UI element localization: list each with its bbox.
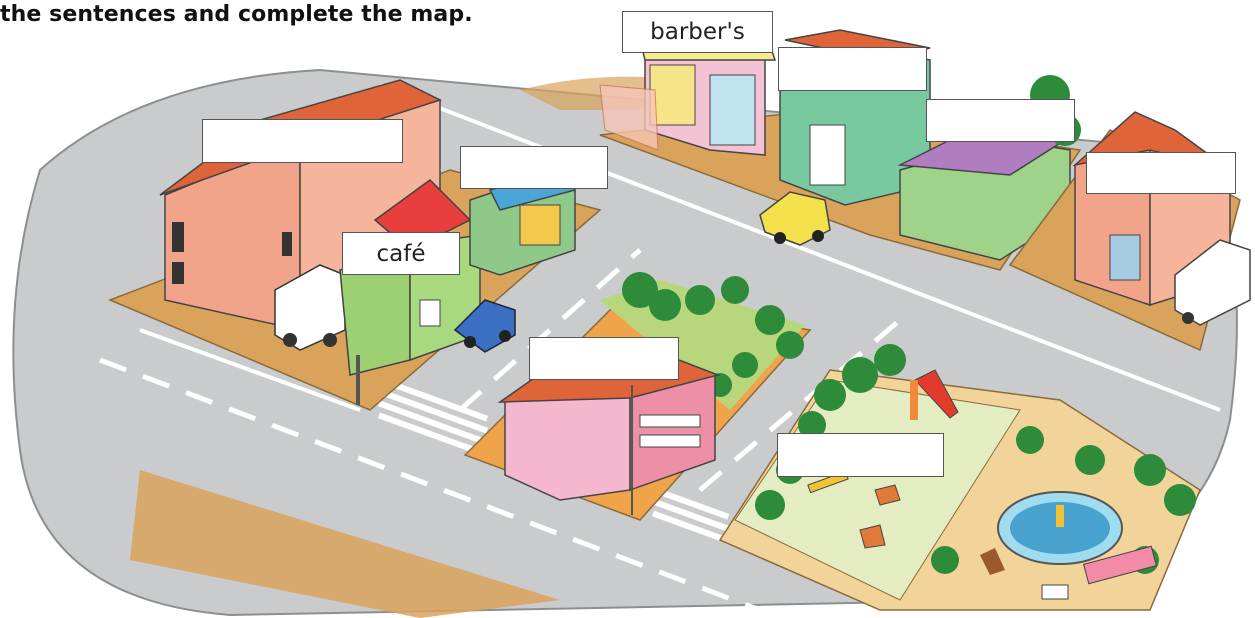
slide	[910, 369, 959, 420]
fountain	[997, 491, 1123, 565]
label-school[interactable]	[529, 337, 679, 380]
label-purple-shop[interactable]	[926, 99, 1075, 142]
label-barbers: barber's	[622, 11, 773, 53]
instruction-text: the sentences and complete the map.	[0, 2, 473, 27]
bus-stop	[599, 84, 659, 151]
label-green-shop[interactable]	[778, 47, 927, 91]
zebra-crossing-left	[377, 376, 489, 458]
ambulance	[1174, 239, 1251, 326]
label-shop-top-left[interactable]	[460, 146, 608, 189]
road-markings	[99, 248, 902, 613]
zebra-crossing-bottom	[652, 486, 730, 544]
cafe-building	[339, 179, 481, 376]
label-big-building[interactable]	[202, 119, 403, 163]
school-trees	[622, 272, 804, 397]
label-park[interactable]	[777, 433, 944, 477]
rocking-horses	[859, 484, 901, 549]
sand-bottom-left	[130, 470, 560, 618]
blue-car	[453, 299, 516, 353]
label-cafe: café	[342, 232, 460, 275]
flowerbed	[1082, 545, 1158, 585]
label-right-building[interactable]	[1086, 152, 1236, 194]
bin	[1041, 584, 1069, 600]
yellow-car	[759, 191, 831, 246]
dog	[980, 548, 1005, 575]
lamp-post-left	[356, 355, 360, 405]
